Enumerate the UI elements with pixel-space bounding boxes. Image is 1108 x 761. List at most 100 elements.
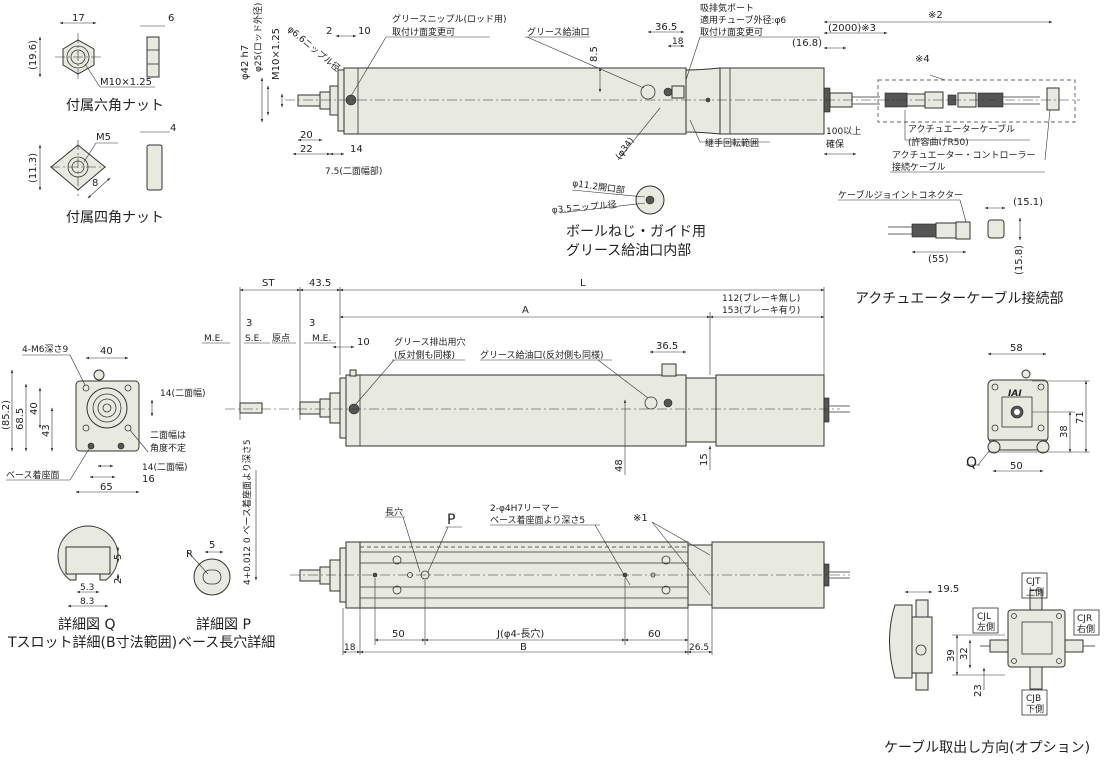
overtravel-dim-1: 3 — [246, 318, 252, 329]
note-4: ※4 — [915, 54, 930, 65]
cjb-side: 下側 — [1026, 703, 1044, 715]
dia-34-dim: (φ34) — [614, 136, 636, 162]
dim-36-5: 36.5 — [655, 22, 677, 33]
detail-q-marker: Q — [966, 455, 977, 471]
dim-20: 20 — [300, 130, 313, 141]
end-dim-68-5: 68.5 — [15, 408, 26, 430]
bottom-dim-50: 50 — [392, 629, 405, 640]
flats-note-2: 角度不定 — [150, 442, 186, 454]
rod-dia-dim: φ42 h7 — [240, 45, 251, 80]
reamer-label-1: 2-φ4H7リーマー — [490, 504, 559, 514]
controller-cable-label-2: 接続ケーブル — [892, 161, 945, 173]
air-port-label-1: 吸排気ポート — [700, 2, 754, 14]
grease-detail-caption-1: ボールねじ・ガイド用 — [566, 224, 706, 240]
cable-option-dim-23: 23 — [973, 684, 984, 697]
detail-q-drawing — [57, 525, 120, 608]
grease-opening-dim: φ11.2開口部 — [572, 177, 626, 196]
cable-joint-caption: アクチュエーターケーブル接続部 — [855, 290, 1063, 307]
detail-p-dim-5: 5 — [209, 540, 215, 551]
cjr-side: 右側 — [1077, 623, 1095, 635]
cable-exit-options — [889, 572, 1100, 716]
cable-joint-connector-drawing — [838, 199, 1022, 254]
actuator-top-view — [260, 20, 1080, 173]
grease-detail-caption-2: グリース給油口内部 — [566, 243, 691, 259]
detail-q-caption-1: 詳細図 Q — [58, 617, 115, 633]
motor-end-dim-71: 71 — [1075, 411, 1086, 424]
square-nut-width: 8 — [92, 178, 98, 189]
origin-label: 原点 — [272, 333, 290, 344]
actuator-bottom-view — [290, 516, 850, 655]
hex-nut-drawing — [38, 21, 165, 88]
cable-joint-length: (55) — [928, 254, 949, 265]
hex-nut-thread: M10×1.25 — [100, 77, 152, 88]
bottom-dim-J: J(φ4-長穴) — [496, 627, 544, 640]
end-dim-16: 16 — [142, 474, 155, 485]
actuator-side-view — [202, 287, 850, 475]
cable-option-caption: ケーブル取出し方向(オプション) — [884, 739, 1090, 756]
joint-range-label: 継手回転範囲 — [705, 137, 759, 149]
slot-label: 長穴 — [385, 506, 403, 518]
hex-nut-height: (19.6) — [28, 40, 39, 70]
grease-nipple-dim: φ3.5ニップル径 — [551, 198, 617, 216]
detail-q-dim-5-3: 5.3 — [80, 583, 94, 593]
nipple-dia-dim: φ6.6ニップル径 — [285, 23, 343, 74]
flats-note-1: 二面幅は — [150, 429, 186, 441]
air-port-label-3: 取付け面変更可 — [700, 26, 763, 38]
motor-length-brake: 153(ブレーキ有り) — [722, 304, 800, 316]
detail-p-drawing — [187, 470, 258, 596]
end-dim-40-vertical: 40 — [29, 402, 40, 415]
overtravel-dim-2: 3 — [309, 318, 315, 329]
grease-nipple-label-1: グリースニップル(ロッド用) — [392, 13, 507, 25]
rod-end-view — [6, 354, 154, 494]
motor-end-dim-58: 58 — [1010, 343, 1023, 354]
clearance-label-1: 100以上 — [826, 126, 861, 137]
mechanical-end-label-2: M.E. — [312, 334, 331, 344]
grease-port-detail — [559, 185, 665, 215]
detail-q-dim-8-3: 8.3 — [80, 597, 94, 607]
actuator-cable-label-1: アクチュエーターケーブル — [908, 123, 1015, 135]
cjr-label: CJR — [1077, 614, 1092, 624]
mounting-tap-label: 4-M6深さ9 — [22, 344, 68, 355]
end-dim-40: 40 — [100, 346, 113, 357]
detail-q-dim-2: 2 — [113, 578, 124, 584]
stroke-end-label: S.E. — [245, 334, 262, 344]
bottom-dim-26-5: 26.5 — [689, 643, 709, 653]
clearance-label-2: 確保 — [826, 138, 844, 150]
detail-p-caption-1: 詳細図 P — [196, 617, 251, 633]
square-nut-thread: M5 — [96, 132, 111, 143]
actuator-cable-label-2: (許容曲げR50) — [908, 136, 969, 148]
cable-option-dim-39: 39 — [946, 649, 957, 662]
side-dim-10: 10 — [357, 337, 370, 348]
side-dim-36-5: 36.5 — [656, 341, 678, 352]
dim-22: 22 — [300, 144, 313, 155]
hex-nut-caption: 付属六角ナット — [66, 98, 164, 114]
rod-outer-dim: φ25(ロッド外径) — [252, 3, 264, 72]
bottom-dim-60: 60 — [648, 629, 661, 640]
side-dim-15: 15 — [699, 453, 710, 466]
grease-drain-label-2: (反対側も同様) — [394, 349, 455, 361]
cable-option-dim-32: 32 — [959, 647, 970, 660]
iai-logo: IAI — [1008, 389, 1022, 399]
detail-p-depth: 4+0.012 0 ベース着座面より深さ5 — [241, 439, 253, 585]
dim-43-5: 43.5 — [309, 278, 331, 289]
detail-p-radius: R — [186, 549, 193, 560]
dim-18: 18 — [672, 37, 684, 47]
square-nut-caption: 付属四角ナット — [66, 210, 164, 226]
grease-nipple-label-2: 取付け面変更可 — [392, 26, 455, 38]
cjl-label: CJL — [977, 612, 991, 622]
cable-total-note: ※2 — [928, 10, 943, 21]
mechanical-end-label: M.E. — [204, 334, 223, 344]
detail-q-dim-5: 5 — [113, 554, 124, 560]
base-seat-label: ベース着座面 — [6, 469, 60, 481]
detail-p-marker: P — [447, 512, 455, 528]
motor-length-no-brake: 112(ブレーキ無し) — [722, 292, 800, 304]
bottom-dim-18: 18 — [344, 643, 356, 653]
hex-nut-width: 17 — [72, 13, 85, 24]
cjb-label: CJB — [1026, 694, 1041, 704]
cjt-side: 上側 — [1026, 586, 1044, 598]
dim-10: 10 — [358, 26, 371, 37]
cjl-side: 左側 — [977, 621, 995, 633]
cable-option-dim-19-5: 19.5 — [937, 584, 959, 595]
